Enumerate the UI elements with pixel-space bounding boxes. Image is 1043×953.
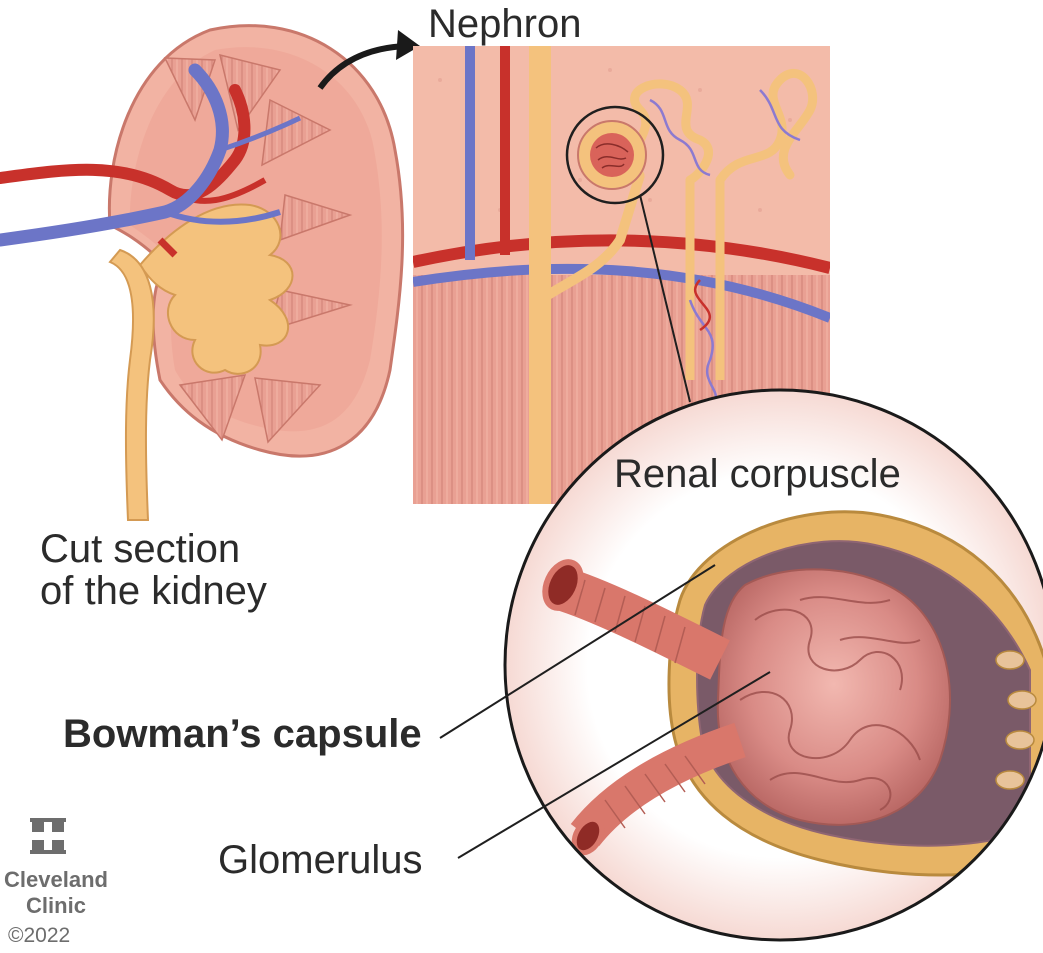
label-nephron: Nephron [428, 2, 581, 46]
copyright-text: ©2022 [8, 924, 70, 948]
logo-line2: Clinic [0, 892, 112, 919]
label-cut-section-line2: of the kidney [40, 569, 267, 613]
label-cut-section-line1: Cut section [40, 527, 240, 571]
glomerulus [718, 569, 950, 824]
ureter [110, 250, 154, 520]
label-bowmans-capsule: Bowman’s capsule [63, 712, 422, 756]
logo-line1: Cleveland [0, 866, 112, 893]
kidney-cut-section [0, 26, 420, 520]
label-glomerulus: Glomerulus [218, 838, 423, 882]
cleveland-clinic-logo-icon [30, 818, 66, 854]
label-renal-corpuscle: Renal corpuscle [614, 452, 901, 496]
